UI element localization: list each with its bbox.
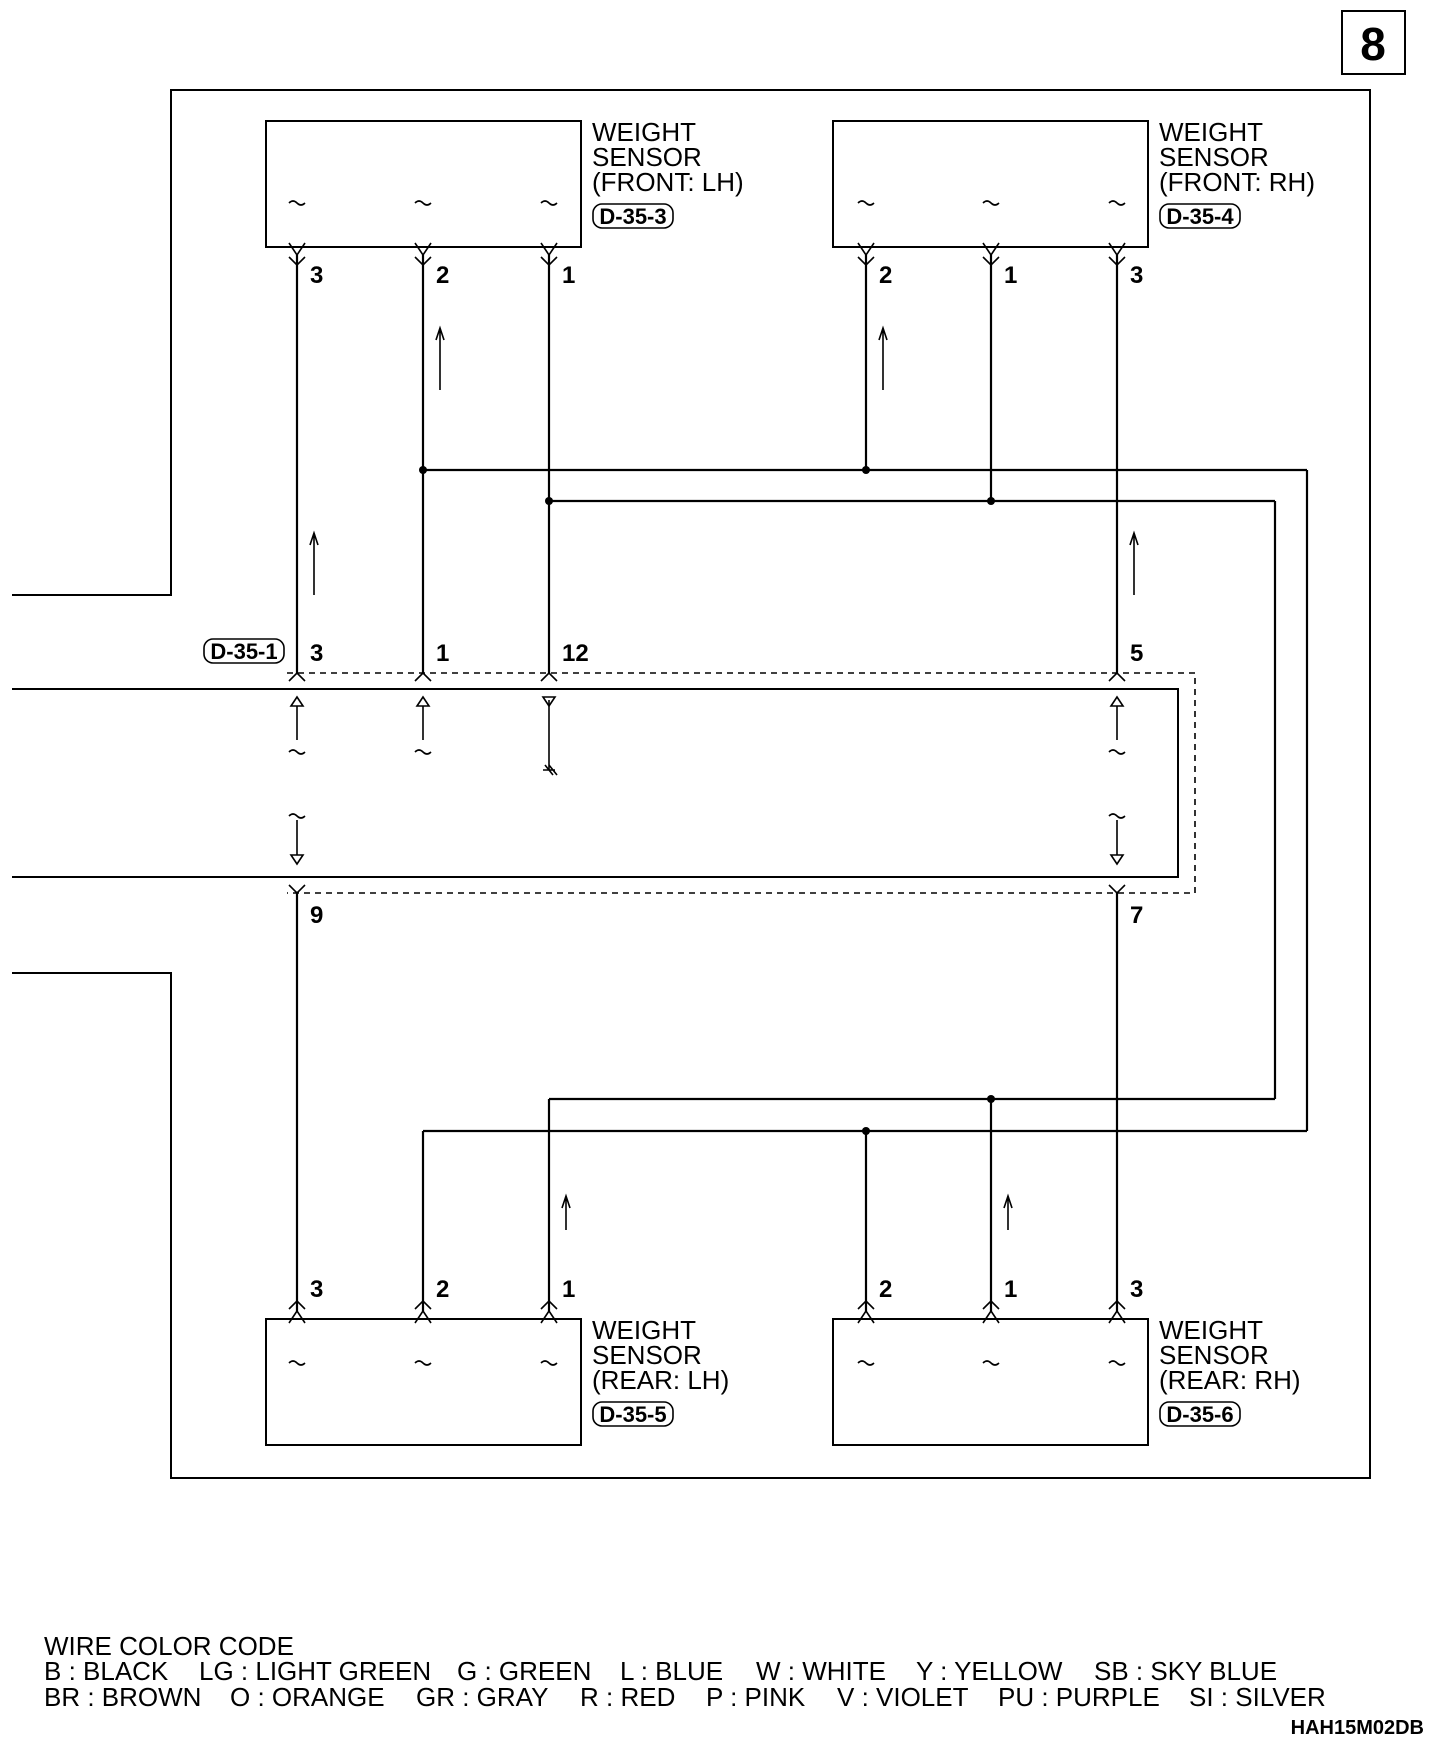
- legend-item: GR : GRAY: [416, 1682, 548, 1712]
- drawing-reference: HAH15M02DB: [1291, 1717, 1424, 1739]
- ecu-block: [12, 672, 1196, 894]
- svg-text:(FRONT: RH): (FRONT: RH): [1159, 167, 1315, 197]
- pin-number: 2: [436, 1276, 449, 1303]
- pin-number: 1: [562, 1276, 575, 1303]
- pin-number: 2: [436, 262, 449, 289]
- pin-number: 9: [310, 902, 323, 929]
- legend-item: Y : YELLOW: [916, 1656, 1063, 1686]
- pin-number: 1: [1004, 262, 1017, 289]
- svg-text:(FRONT: LH): (FRONT: LH): [592, 167, 744, 197]
- legend-title: WIRE COLOR CODE: [44, 1631, 294, 1661]
- sensor-front-rh-label: WEIGHT SENSOR (FRONT: RH) D-35-4: [1159, 117, 1315, 229]
- svg-text:SENSOR: SENSOR: [1159, 1340, 1269, 1370]
- legend-item: BR : BROWN: [44, 1682, 201, 1712]
- ecu-connector-label: D-35-1: [203, 638, 285, 664]
- legend-item: B : BLACK: [44, 1656, 169, 1686]
- pin-number: 3: [310, 1276, 323, 1303]
- legend-item: SI : SILVER: [1189, 1682, 1326, 1712]
- svg-text:WEIGHT: WEIGHT: [592, 1315, 696, 1345]
- svg-text:(REAR: RH): (REAR: RH): [1159, 1365, 1301, 1395]
- page-number-text: 8: [1360, 18, 1386, 70]
- signal-arrows: [309, 325, 1139, 1230]
- pin-number: 2: [879, 1276, 892, 1303]
- sensor-rear-rh-box: [832, 1318, 1149, 1446]
- pin-number: 2: [879, 262, 892, 289]
- legend-item: LG : LIGHT GREEN: [199, 1656, 431, 1686]
- pin-number: 12: [562, 640, 589, 667]
- svg-text:SENSOR: SENSOR: [592, 1340, 702, 1370]
- page-number: 8: [1341, 10, 1406, 75]
- svg-text:SENSOR: SENSOR: [592, 142, 702, 172]
- pin-number: 1: [562, 262, 575, 289]
- sensor-front-lh-box: [265, 120, 582, 248]
- legend-item: L : BLUE: [620, 1656, 723, 1686]
- legend-item: G : GREEN: [457, 1656, 591, 1686]
- sensor-rear-lh-box: [265, 1318, 582, 1446]
- wire-color-code-legend: WIRE COLOR CODE B : BLACK LG : LIGHT GRE…: [44, 1631, 1326, 1712]
- sensor-rear-rh-label: WEIGHT SENSOR (REAR: RH) D-35-6: [1159, 1315, 1301, 1427]
- junction-dots: [419, 466, 995, 1135]
- pin-number: 3: [1130, 262, 1143, 289]
- svg-text:WEIGHT: WEIGHT: [1159, 117, 1263, 147]
- svg-text:(REAR: LH): (REAR: LH): [592, 1365, 729, 1395]
- connector-label: D-35-5: [599, 1402, 666, 1427]
- legend-item: PU : PURPLE: [998, 1682, 1160, 1712]
- wires: [295, 255, 1309, 1311]
- legend-item: V : VIOLET: [837, 1682, 969, 1712]
- legend-item: W : WHITE: [756, 1656, 886, 1686]
- pin-number: 1: [436, 640, 449, 667]
- pin-number: 3: [310, 262, 323, 289]
- pin-number: 7: [1130, 902, 1143, 929]
- pin-number: 1: [1004, 1276, 1017, 1303]
- pin-numbers: 3 2 1 2 1 3 3 1 12 5 9 7 3 2 1 2 1 3: [310, 262, 1143, 1303]
- connector-pin-symbols: [288, 200, 1126, 1366]
- connector-label: D-35-4: [1166, 204, 1234, 229]
- svg-text:SENSOR: SENSOR: [1159, 142, 1269, 172]
- sensor-front-lh-label: WEIGHT SENSOR (FRONT: LH) D-35-3: [592, 117, 744, 229]
- pin-number: 3: [1130, 1276, 1143, 1303]
- svg-text:D-35-1: D-35-1: [210, 639, 277, 664]
- connector-label: D-35-6: [1166, 1402, 1233, 1427]
- sensor-rear-lh-label: WEIGHT SENSOR (REAR: LH) D-35-5: [592, 1315, 729, 1427]
- legend-item: SB : SKY BLUE: [1094, 1656, 1277, 1686]
- connector-label: D-35-3: [599, 204, 666, 229]
- legend-item: O : ORANGE: [230, 1682, 385, 1712]
- legend-item: R : RED: [580, 1682, 675, 1712]
- svg-text:WEIGHT: WEIGHT: [1159, 1315, 1263, 1345]
- pin-number: 3: [310, 640, 323, 667]
- pin-number: 5: [1130, 640, 1143, 667]
- sensor-front-rh-box: [832, 120, 1149, 248]
- outer-frame: [12, 89, 1371, 1479]
- svg-text:WEIGHT: WEIGHT: [592, 117, 696, 147]
- legend-item: P : PINK: [706, 1682, 806, 1712]
